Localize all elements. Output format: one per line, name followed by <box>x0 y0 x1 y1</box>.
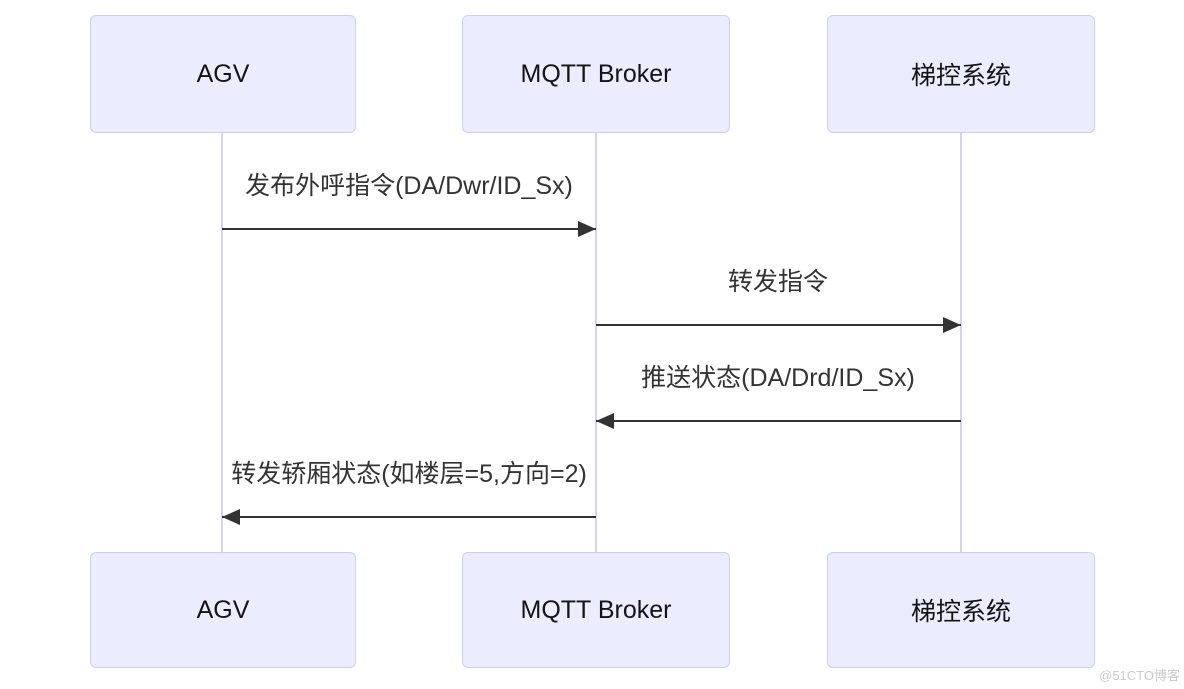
message-4-arrowhead-left-icon <box>222 509 240 525</box>
watermark: @51CTO博客 <box>1099 668 1180 683</box>
message-4-line <box>222 516 596 518</box>
actor-box-mqtt-broker-bottom: MQTT Broker <box>462 552 730 668</box>
message-2-line <box>596 324 961 326</box>
lifeline-agv <box>221 133 223 552</box>
actor-box-mqtt-broker-top: MQTT Broker <box>462 15 730 133</box>
message-1-label: 发布外呼指令(DA/Dwr/ID_Sx) <box>245 172 573 200</box>
message-4-label: 转发轿厢状态(如楼层=5,方向=2) <box>231 460 587 488</box>
actor-label-elevator-control-bottom: 梯控系统 <box>910 598 1011 626</box>
actor-label-elevator-control-top: 梯控系统 <box>910 62 1011 90</box>
message-3-arrowhead-left-icon <box>596 413 614 429</box>
lifeline-elevator-control <box>960 133 962 552</box>
message-3-line <box>596 420 961 422</box>
actor-label-mqtt-broker-top: MQTT Broker <box>520 59 672 88</box>
message-1-arrowhead-right-icon <box>578 221 596 237</box>
message-2-arrowhead-right-icon <box>943 317 961 333</box>
actor-box-elevator-control-top: 梯控系统 <box>827 15 1095 133</box>
message-3-label: 推送状态(DA/Drd/ID_Sx) <box>641 364 915 392</box>
actor-label-agv-bottom: AGV <box>196 595 250 624</box>
lifeline-mqtt-broker <box>595 133 597 552</box>
actor-box-elevator-control-bottom: 梯控系统 <box>827 552 1095 668</box>
actor-label-mqtt-broker-bottom: MQTT Broker <box>520 595 672 624</box>
actor-box-agv-top: AGV <box>90 15 356 133</box>
actor-box-agv-bottom: AGV <box>90 552 356 668</box>
actor-label-agv-top: AGV <box>196 59 250 88</box>
message-2-label: 转发指令 <box>727 268 829 296</box>
message-1-line <box>222 228 596 230</box>
